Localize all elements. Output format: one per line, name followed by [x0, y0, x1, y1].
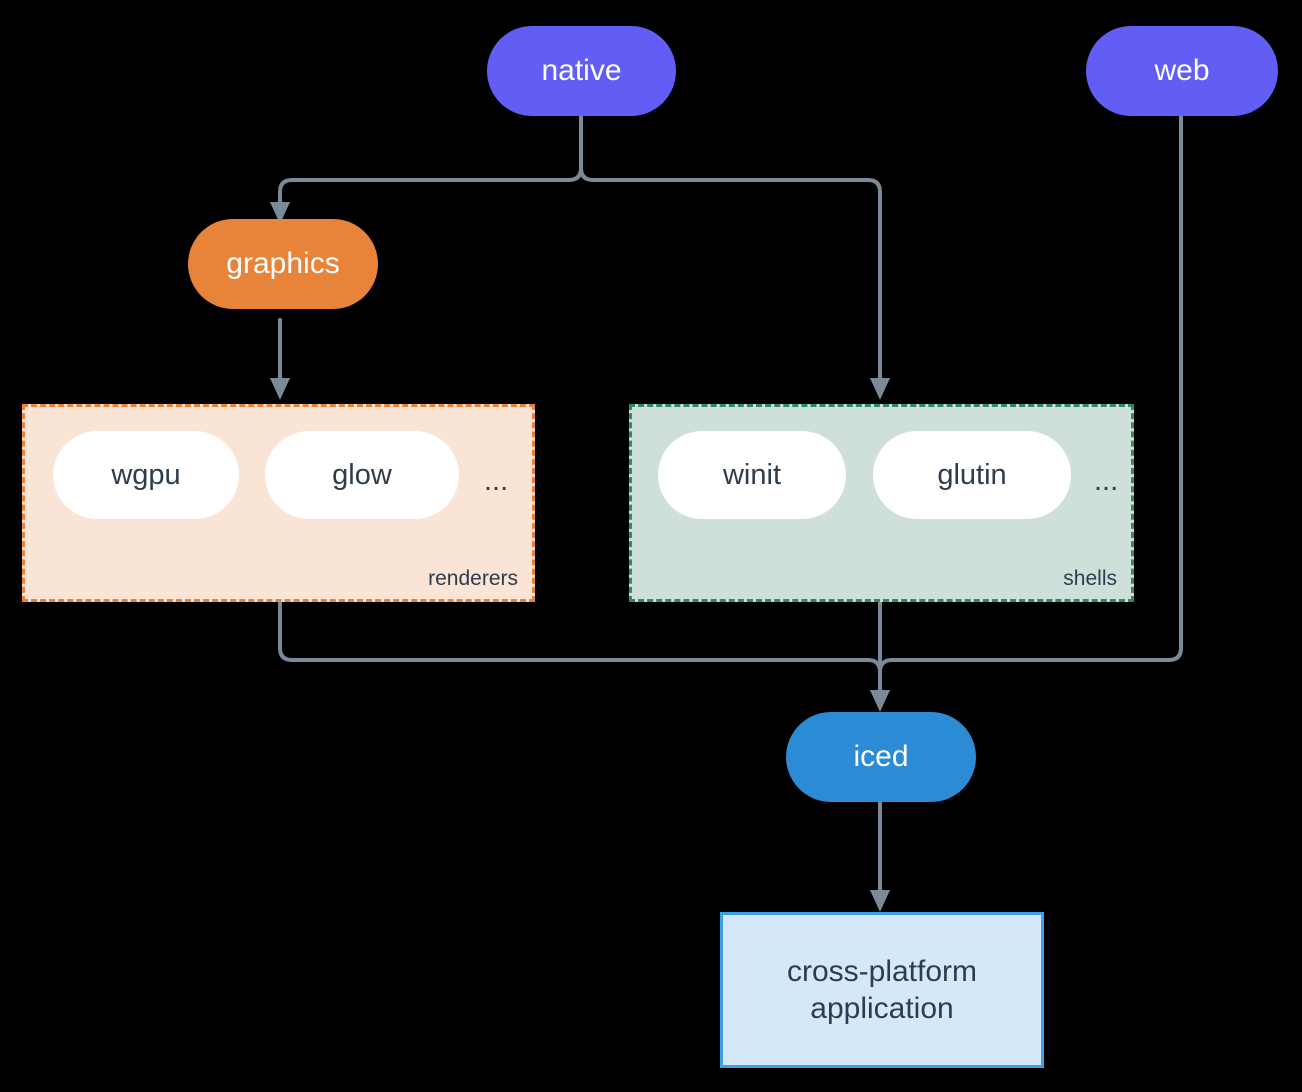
edge-native-split — [579, 112, 882, 386]
arrowhead-graphics-to-renderers — [270, 378, 290, 400]
shells-overflow-ellipsis: ... — [1094, 465, 1119, 497]
node-graphics-label: graphics — [226, 247, 340, 281]
pill-wgpu-label: wgpu — [111, 458, 181, 491]
cluster-shells: winit glutin ... shells — [629, 404, 1134, 602]
node-cross-platform-application[interactable]: cross-platform application — [720, 912, 1044, 1068]
cluster-renderers-label: renderers — [428, 567, 518, 590]
arrowhead-native-to-shells — [870, 378, 890, 400]
pill-glutin-label: glutin — [937, 458, 1007, 491]
node-native[interactable]: native — [487, 26, 676, 116]
pill-glutin[interactable]: glutin — [873, 431, 1071, 519]
pill-winit-label: winit — [722, 458, 781, 491]
node-web[interactable]: web — [1086, 26, 1278, 116]
node-application-label-line1: cross-platform — [786, 954, 978, 988]
pill-glow[interactable]: glow — [265, 431, 459, 519]
node-graphics[interactable]: graphics — [188, 219, 378, 309]
renderers-overflow-ellipsis: ... — [484, 465, 509, 497]
node-application-label-line2: application — [810, 992, 954, 1025]
node-iced-label: iced — [853, 740, 909, 774]
arrowhead-native-to-graphics — [270, 202, 290, 224]
edge-native-graphics — [278, 166, 583, 210]
pill-winit[interactable]: winit — [658, 431, 846, 519]
cluster-renderers: wgpu glow ... renderers — [22, 404, 535, 602]
arrowhead-merge-to-iced — [870, 690, 890, 712]
pill-glow-label: glow — [332, 458, 392, 491]
node-iced[interactable]: iced — [786, 712, 976, 802]
pill-wgpu[interactable]: wgpu — [53, 431, 239, 519]
node-native-label: native — [541, 54, 622, 88]
edge-web-iced — [878, 112, 1183, 698]
node-web-label: web — [1154, 54, 1210, 88]
cluster-shells-label: shells — [1063, 567, 1117, 590]
arrowhead-iced-to-application — [870, 890, 890, 912]
edge-renderers-iced — [278, 600, 882, 698]
